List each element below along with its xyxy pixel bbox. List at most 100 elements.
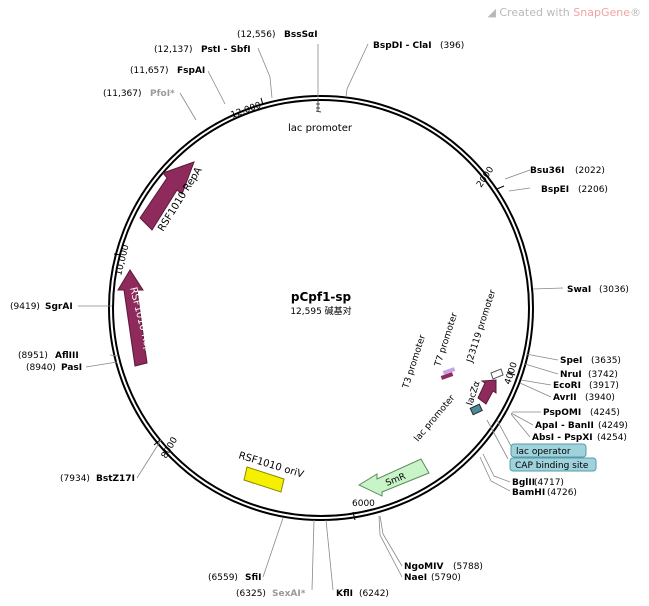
site-pos-sfii: (6559): [208, 573, 238, 583]
leader-naei: [378, 515, 403, 578]
lac-promoter-top-mark: [315, 98, 322, 113]
t3-label: T3 promoter: [401, 333, 428, 390]
leader-spei: [525, 353, 559, 361]
tick-8000: [153, 439, 161, 446]
site-pos-sexai: (6325): [236, 589, 266, 599]
leader-bspei: [508, 187, 531, 192]
leader-bsu36i: [504, 169, 531, 180]
site-enzyme-afliii: AflIII: [55, 351, 79, 361]
site-pos-pasi: (8940): [26, 363, 56, 373]
lacza-feature: lacZα lac promoter: [413, 379, 497, 444]
leader-kfli: [325, 519, 334, 591]
site-enzyme-bspdi: BspDI - ClaI: [373, 41, 432, 51]
site-pos-bstz17i: (7934): [60, 474, 90, 484]
lacza-arrow: [477, 379, 497, 405]
site-enzyme-bspei: BspEI: [541, 185, 569, 195]
tick-label-6000: 6000: [352, 499, 375, 509]
site-pos-kfli: (6242): [359, 589, 389, 599]
watermark-icon: ◢: [487, 6, 500, 19]
site-pos-absi: (4254): [597, 433, 627, 443]
site-enzyme-pasi: PasI: [61, 363, 82, 373]
tick-2000: [496, 185, 505, 190]
cap-site-box: [509, 457, 597, 472]
site-pos-bamhi: (4726): [547, 488, 577, 498]
smr-feature: SmR: [357, 458, 430, 497]
leader-nrui: [524, 363, 559, 375]
site-enzyme-bstz17i: BstZ17I: [96, 474, 135, 484]
site-pos-naei: (5790): [431, 573, 461, 583]
repb-feature: RSF1010 RepB: [117, 269, 156, 367]
site-enzyme-psti: PstI - SbfI: [201, 45, 251, 55]
leader-bstz17i: [136, 439, 162, 479]
leader-ngomiv: [379, 515, 403, 567]
site-enzyme-bsssai: BssSαI: [284, 30, 318, 40]
tick-6000: [352, 511, 356, 521]
site-pos-swai: (3036): [599, 285, 629, 295]
site-pos-bspei: (2206): [578, 185, 608, 195]
site-pos-bsssai: (12,556): [237, 30, 276, 40]
leader-apai: [510, 412, 534, 426]
site-pos-bspdi: (396): [440, 41, 464, 51]
site-pos-spei: (3635): [591, 356, 621, 366]
site-enzyme-ngomiv: NgoMIV: [404, 562, 443, 572]
site-pos-nrui: (3742): [588, 370, 618, 380]
site-pos-ecori: (3917): [589, 381, 619, 391]
site-enzyme-fspai: FspAI: [177, 66, 205, 76]
leader-pfoi: [179, 92, 197, 121]
j23119-mark: [490, 368, 504, 380]
lac-operator-box: [510, 443, 587, 458]
leader-cap: [486, 419, 509, 460]
leader-bglii: [482, 453, 511, 483]
repb-arrow: [117, 269, 148, 367]
plasmid-size: 12,595 碱基对: [290, 305, 351, 317]
repa-feature: RSF1010 RepA: [139, 161, 205, 234]
site-enzyme-pspomi: PspOMI: [543, 408, 581, 418]
leader-swai: [532, 287, 564, 290]
site-enzyme-bglii: BglII: [512, 478, 535, 488]
site-enzyme-ecori: EcoRI: [553, 381, 581, 391]
tick-12000: [260, 97, 264, 106]
leader-bspdi: [345, 43, 369, 98]
oriv-box: [243, 466, 285, 493]
leader-absi: [510, 413, 531, 438]
site-enzyme-kfli: KflI: [336, 589, 353, 599]
leader-ecori: [520, 379, 552, 386]
site-enzyme-absi: AbsI - PspXI: [532, 433, 593, 443]
t7-label: T7 promoter: [433, 311, 460, 368]
leader-avrii: [519, 382, 552, 398]
j23119-label: J23119 promoter: [465, 288, 498, 365]
site-enzyme-sexai: SexAI*: [272, 589, 306, 599]
lac-operator-label: lac operator: [516, 447, 571, 457]
watermark: ◢ Created with SnapGene®: [487, 6, 641, 19]
site-enzyme-apai: ApaI - BanII: [535, 421, 594, 431]
site-pos-fspai: (11,657): [130, 66, 169, 76]
backbone-outer: [108, 95, 534, 521]
lac-promoter-top-label: lac promoter: [288, 123, 353, 134]
leader-bamhi: [479, 456, 511, 492]
site-enzyme-naei: NaeI: [404, 573, 427, 583]
tick-label-12000: 12,000: [230, 101, 263, 121]
leader-sexai: [311, 519, 315, 591]
site-pos-psti: (12,137): [154, 45, 193, 55]
site-pos-afliii: (8951): [18, 351, 48, 361]
site-pos-sgrai: (9419): [10, 302, 40, 312]
site-enzyme-sgrai: SgrAI: [45, 302, 73, 312]
leader-fspai: [207, 70, 226, 105]
site-pos-bsu36i: (2022): [575, 166, 605, 176]
tick-4000: [506, 371, 516, 376]
cap-site-label: CAP binding site: [515, 461, 589, 471]
t7-mark: [442, 367, 456, 375]
site-enzyme-bamhi: BamHI: [512, 488, 545, 498]
site-pos-bglii: (4717): [534, 478, 564, 488]
site-pos-avrii: (3940): [585, 393, 615, 403]
site-pos-pfoi: (11,367): [103, 89, 142, 99]
t3-t7-promoters: T3 promoter T7 promoter J23119 promoter: [401, 288, 504, 391]
leader-sfii: [262, 517, 284, 578]
leader-lines: [78, 43, 564, 591]
leader-psti: [257, 47, 273, 99]
backbone-inner: [112, 99, 530, 517]
oriv-feature: RSF1010 oriV: [237, 450, 305, 493]
site-pos-pspomi: (4245): [590, 408, 620, 418]
